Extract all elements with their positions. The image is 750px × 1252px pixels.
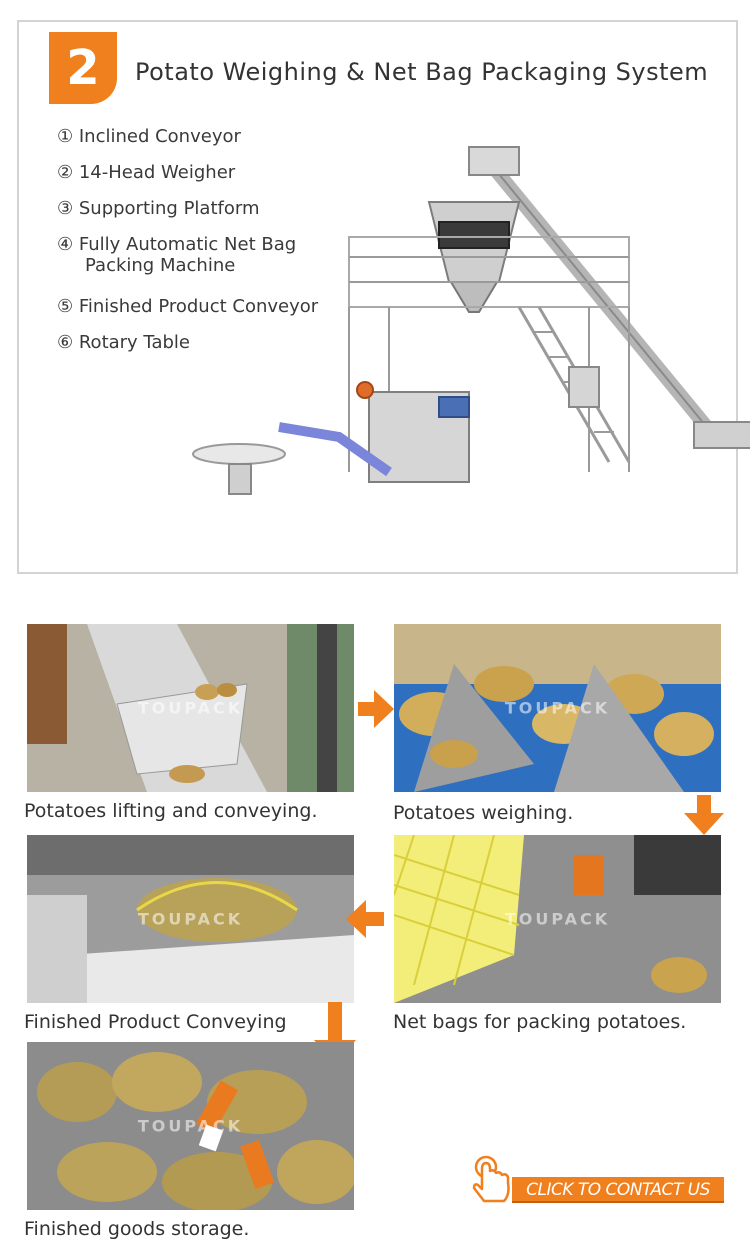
component-label: ④ Fully Automatic Net Bag: [57, 234, 297, 255]
component-label: ③ Supporting Platform: [57, 198, 260, 219]
component-item: ① Inclined Conveyor: [57, 126, 318, 162]
component-item: ③ Supporting Platform: [57, 198, 318, 234]
component-item: ⑥ Rotary Table: [57, 332, 318, 368]
contact-us-button[interactable]: CLICK TO CONTACT US: [470, 1155, 724, 1205]
watermark: TOUPACK: [137, 909, 244, 929]
caption-lifting: Potatoes lifting and conveying.: [24, 800, 318, 822]
component-item: ② 14-Head Weigher: [57, 162, 318, 198]
component-label: ⑥ Rotary Table: [57, 332, 190, 353]
caption-weighing: Potatoes weighing.: [393, 802, 574, 824]
arrow-down-icon: [684, 795, 724, 835]
component-item: ⑤ Finished Product Conveyor: [57, 296, 318, 332]
caption-net-bags: Net bags for packing potatoes.: [393, 1011, 687, 1033]
component-item: ④ Fully Automatic Net Bag Packing Machin…: [57, 234, 318, 296]
machine-illustration: [192, 146, 750, 495]
arrow-right-icon: [358, 690, 394, 728]
photo-weighing: TOUPACK: [394, 624, 721, 792]
panel-title: Potato Weighing & Net Bag Packaging Syst…: [135, 58, 709, 86]
watermark: TOUPACK: [504, 909, 611, 929]
component-label-cont: Packing Machine: [85, 255, 236, 276]
watermark: TOUPACK: [137, 698, 244, 718]
component-label: ② 14-Head Weigher: [57, 162, 236, 183]
photo-storage: TOUPACK: [27, 1042, 354, 1210]
caption-finished-conveying: Finished Product Conveying: [24, 1011, 287, 1033]
caption-storage: Finished goods storage.: [24, 1218, 250, 1240]
photo-finished-conveying: TOUPACK: [27, 835, 354, 1003]
contact-us-label[interactable]: CLICK TO CONTACT US: [512, 1177, 724, 1203]
watermark: TOUPACK: [137, 1116, 244, 1136]
component-label: ① Inclined Conveyor: [57, 126, 241, 147]
arrow-left-icon: [346, 900, 384, 938]
pointer-hand-icon: [472, 1155, 510, 1203]
section-number-badge: 2: [49, 32, 117, 104]
component-label: ⑤ Finished Product Conveyor: [57, 296, 319, 317]
component-list: ① Inclined Conveyor ② 14-Head Weigher ③ …: [57, 126, 318, 368]
watermark: TOUPACK: [504, 698, 611, 718]
photo-net-bags: TOUPACK: [394, 835, 721, 1003]
photo-lifting: TOUPACK: [27, 624, 354, 792]
system-panel: 2 Potato Weighing & Net Bag Packaging Sy…: [17, 20, 750, 574]
